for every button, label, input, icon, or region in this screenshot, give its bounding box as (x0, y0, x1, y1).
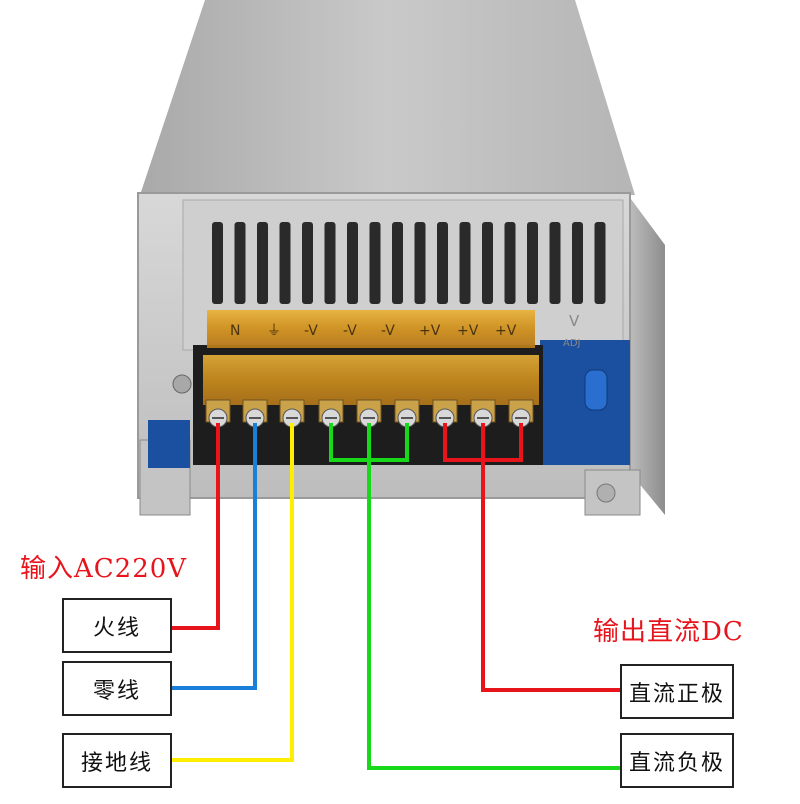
label-live-wire: 火线 (62, 598, 172, 653)
vent-slot (437, 222, 448, 304)
vent-slot (572, 222, 583, 304)
terminal-markings: N ⏚ -V -V -V +V +V +V (230, 323, 517, 339)
vent-slot (549, 222, 561, 304)
wires (170, 423, 622, 770)
screw-right-lower (596, 483, 616, 503)
label-dc-positive: 直流正极 (620, 664, 734, 719)
adjust-sublabel: ADJ (563, 338, 581, 349)
vent-slot (302, 222, 313, 304)
terminal-marking: -V (304, 323, 318, 339)
vent-slot (257, 222, 268, 304)
vent-slot (279, 222, 291, 304)
terminal-marking: +V (419, 323, 441, 339)
wire-live (170, 423, 220, 630)
output-title: 输出直流DC (593, 617, 744, 647)
case-side-flange (628, 195, 665, 515)
vent-slot (594, 222, 606, 304)
vent-slot (414, 222, 426, 304)
label-neutral-wire: 零线 (62, 661, 172, 716)
screw-left-upper (172, 374, 192, 394)
adjust-label: V (569, 312, 580, 330)
label-ground-wire: 接地线 (62, 733, 172, 788)
terminal-cover-front (203, 355, 539, 405)
vent-slot (482, 222, 493, 304)
terminal-marking: +V (495, 323, 517, 339)
vent-slot (527, 222, 538, 304)
terminal-cover-back (207, 310, 535, 348)
wire-dc-positive (481, 423, 622, 692)
pcb-board-left (148, 420, 190, 468)
vent-slot (459, 222, 471, 304)
vent-slot (324, 222, 336, 304)
vent-slot (504, 222, 516, 304)
case-top (140, 0, 635, 195)
vent-slot (234, 222, 246, 304)
terminal-marking: -V (343, 323, 357, 339)
terminal-marking: +V (457, 323, 479, 339)
terminal-screws (205, 399, 534, 428)
wire-neutral (170, 423, 257, 690)
power-supply-unit: V ADJ N ⏚ -V -V -V +V +V +V (137, 0, 665, 516)
vent-slot (369, 222, 381, 304)
vent-slot (347, 222, 358, 304)
terminal-marking: -V (381, 323, 395, 339)
vent-slot (212, 222, 223, 304)
terminal-marking: N (230, 323, 240, 339)
vent-slots (212, 222, 606, 304)
wire-dc-negative (367, 423, 622, 770)
wire-ground (170, 423, 294, 762)
capacitor (584, 369, 608, 411)
vent-slot (392, 222, 403, 304)
terminal-marking: ⏚ (267, 323, 281, 339)
label-dc-negative: 直流负极 (620, 733, 734, 788)
input-title: 输入AC220V (20, 554, 188, 584)
